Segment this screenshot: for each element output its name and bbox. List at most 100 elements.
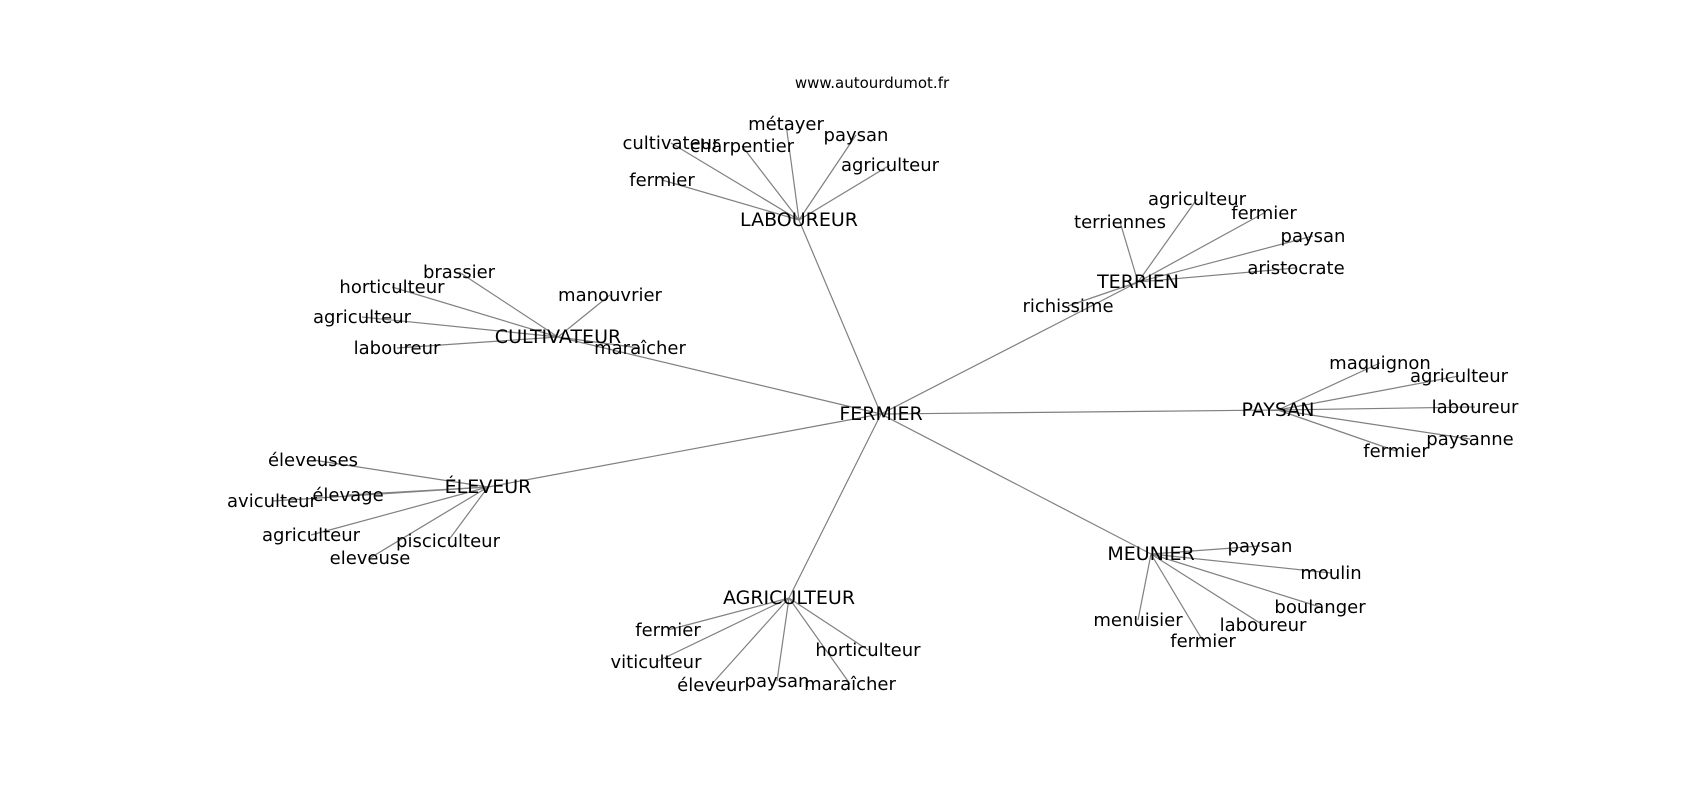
leaf-node[interactable]: élevage xyxy=(312,485,383,506)
leaf-edge xyxy=(1277,406,1476,411)
leaf-node[interactable]: viticulteur xyxy=(611,652,703,673)
leaf-node[interactable]: maraîcher xyxy=(594,338,686,359)
leaf-edge xyxy=(447,486,489,542)
leaf-node[interactable]: laboureur xyxy=(354,338,441,359)
leaf-edge xyxy=(369,486,489,559)
leaf-edge xyxy=(655,597,790,663)
leaf-edge xyxy=(391,286,559,338)
leaf-edge xyxy=(670,142,800,221)
leaf-edge xyxy=(788,597,869,651)
leaf-node[interactable]: manouvrier xyxy=(558,285,663,306)
leaf-edge xyxy=(1119,221,1139,283)
leaf-node[interactable]: fermier xyxy=(635,620,701,641)
leaf-node[interactable]: fermier xyxy=(1231,203,1297,224)
leaf-node[interactable]: laboureur xyxy=(1432,397,1519,418)
leaf-node[interactable]: horticulteur xyxy=(339,277,445,298)
leaf-node[interactable]: fermier xyxy=(1363,441,1429,462)
leaf-node[interactable]: paysanne xyxy=(1426,429,1513,450)
leaf-edge xyxy=(557,294,611,338)
leaf-edge xyxy=(1150,553,1332,574)
center-node[interactable]: FERMIER xyxy=(839,403,922,425)
leaf-edge xyxy=(785,123,800,221)
leaf-node[interactable]: eleveuse xyxy=(330,548,411,569)
center-edge xyxy=(880,413,1152,555)
leaf-node[interactable]: éleveuses xyxy=(268,450,358,471)
leaf-node[interactable]: moulin xyxy=(1300,563,1361,584)
leaf-edge xyxy=(667,597,790,631)
leaf-edge xyxy=(1137,198,1198,283)
leaf-node[interactable]: brassier xyxy=(423,262,496,283)
hub-node[interactable]: PAYSAN xyxy=(1242,399,1315,421)
leaf-edge xyxy=(710,597,790,686)
leaf-edge xyxy=(396,336,559,349)
leaf-node[interactable]: paysan xyxy=(1281,226,1346,247)
leaf-node[interactable]: richissime xyxy=(1022,296,1113,317)
center-edge xyxy=(557,336,882,415)
leaf-node[interactable]: agriculteur xyxy=(1148,189,1247,210)
site-url: www.autourdumot.fr xyxy=(795,74,950,92)
leaf-edge xyxy=(798,134,857,221)
leaf-node[interactable]: fermier xyxy=(629,170,695,191)
leaf-edge xyxy=(1150,545,1261,555)
center-edge xyxy=(798,219,882,415)
leaf-node[interactable]: pisciculteur xyxy=(396,531,501,552)
leaf-node[interactable]: aristocrate xyxy=(1247,258,1344,279)
leaf-edge xyxy=(798,164,891,221)
leaf-node[interactable]: paysan xyxy=(824,125,889,146)
leaf-node[interactable]: maquignon xyxy=(1329,353,1431,374)
leaf-node[interactable]: métayer xyxy=(748,114,824,135)
hub-node[interactable]: AGRICULTEUR xyxy=(723,587,855,609)
leaf-edge xyxy=(1150,553,1264,626)
leaf-edge xyxy=(361,316,559,338)
leaf-node[interactable]: terriennes xyxy=(1074,212,1166,233)
leaf-edge xyxy=(1150,553,1204,642)
leaf-node[interactable]: horticulteur xyxy=(815,640,921,661)
leaf-node[interactable]: laboureur xyxy=(1220,615,1307,636)
leaf-node[interactable]: éleveur xyxy=(677,675,745,696)
leaf-edge xyxy=(310,486,489,536)
leaf-edge xyxy=(1137,553,1152,621)
center-edge xyxy=(880,281,1139,415)
leaf-node[interactable]: agriculteur xyxy=(841,155,940,176)
leaf-edge xyxy=(1137,235,1314,283)
leaf-node[interactable]: cultivateur xyxy=(623,133,721,154)
leaf-edge xyxy=(1137,212,1265,283)
center-edge xyxy=(487,413,882,488)
leaf-edge xyxy=(1067,281,1139,307)
hub-node[interactable]: LABOUREUR xyxy=(740,209,858,231)
leaf-edge xyxy=(458,271,559,338)
leaf-edge xyxy=(1277,409,1471,440)
hub-node[interactable]: CULTIVATEUR xyxy=(495,326,621,348)
leaf-edge xyxy=(1277,375,1460,411)
leaf-node[interactable]: aviculteur xyxy=(227,491,318,512)
hub-node[interactable]: ÉLEVEUR xyxy=(445,475,532,498)
leaf-edge xyxy=(557,336,641,349)
leaf-edge xyxy=(1150,553,1321,608)
leaf-node[interactable]: agriculteur xyxy=(262,525,361,546)
leaf-edge xyxy=(661,179,800,221)
leaf-edge xyxy=(788,597,851,685)
leaf-node[interactable]: agriculteur xyxy=(1410,366,1509,387)
hub-node[interactable]: TERRIEN xyxy=(1096,271,1179,293)
center-edge xyxy=(880,409,1279,415)
leaf-edge xyxy=(1137,267,1297,283)
leaf-edge xyxy=(776,597,790,682)
leaf-edge xyxy=(741,145,800,221)
leaf-node[interactable]: maraîcher xyxy=(804,674,896,695)
leaf-node[interactable]: fermier xyxy=(1170,631,1236,652)
leaf-node[interactable]: menuisier xyxy=(1093,610,1183,631)
leaf-edge xyxy=(312,459,489,488)
hub-node[interactable]: MEUNIER xyxy=(1107,543,1194,565)
leaf-node[interactable]: charpentier xyxy=(690,136,795,157)
labels-layer: FERMIERcultivateurcharpentiermétayerpays… xyxy=(227,114,1519,696)
leaf-edge xyxy=(1277,362,1381,411)
edges-layer xyxy=(271,123,1476,686)
leaf-node[interactable]: agriculteur xyxy=(313,307,412,328)
leaf-node[interactable]: paysan xyxy=(1228,536,1293,557)
leaf-node[interactable]: paysan xyxy=(745,671,810,692)
leaf-edge xyxy=(271,486,489,502)
leaf-node[interactable]: boulanger xyxy=(1274,597,1366,618)
leaf-edge xyxy=(1277,409,1397,452)
center-edge xyxy=(788,413,882,599)
